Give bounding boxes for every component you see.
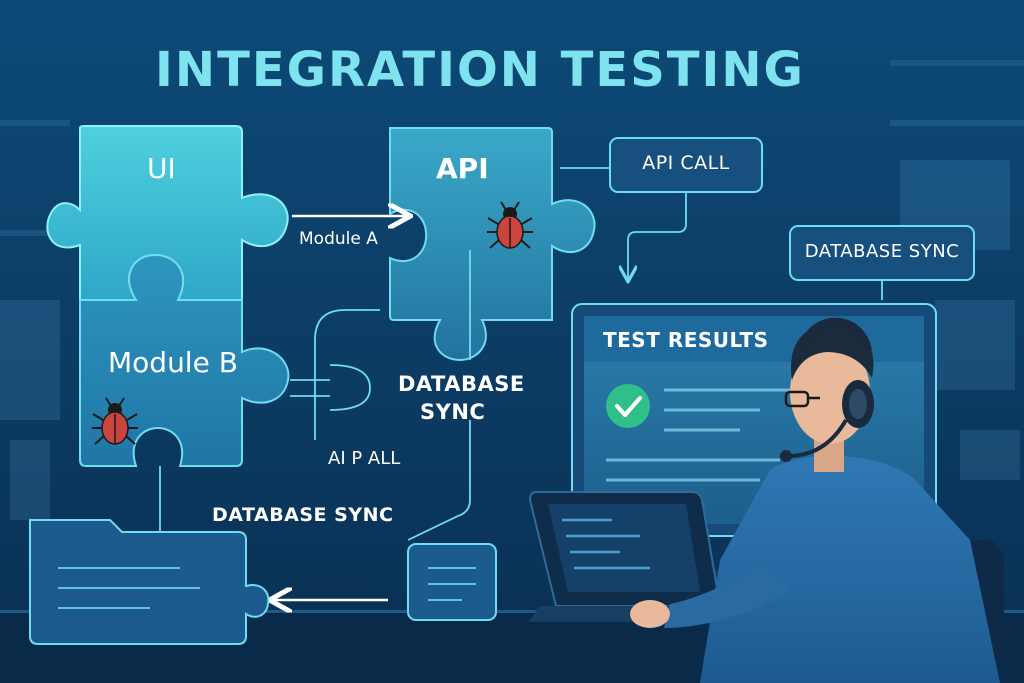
check-icon xyxy=(606,384,650,428)
person xyxy=(630,323,1004,683)
connector-lines xyxy=(159,167,883,541)
ui-puzzle-label: UI xyxy=(147,152,176,185)
bug-icon xyxy=(92,397,138,445)
headset-icon xyxy=(780,317,874,462)
api-puzzle-label: API xyxy=(436,152,489,185)
small-document xyxy=(407,543,497,621)
document-card xyxy=(29,519,270,645)
api-call-label: API CALL xyxy=(642,152,730,174)
bug-icon xyxy=(487,201,533,249)
background-room xyxy=(0,60,1024,520)
module-a-label: Module A xyxy=(299,229,378,249)
test-results-header: TEST RESULTS xyxy=(603,328,769,352)
page-title: INTEGRATION TESTING xyxy=(155,42,805,98)
result-lines xyxy=(606,388,790,482)
database-sync-box xyxy=(789,225,975,281)
module-b-puzzle-piece xyxy=(79,253,290,467)
database-sync-center-line1: DATABASE xyxy=(398,372,525,396)
api-call-box xyxy=(609,137,763,193)
database-sync-bottom-label: DATABASE SYNC xyxy=(212,504,394,526)
database-sync-center-line2: SYNC xyxy=(420,400,486,424)
module-b-label: Module B xyxy=(108,346,238,379)
ai-p-all-label: AI P ALL xyxy=(328,448,401,469)
database-sync-box-label: DATABASE SYNC xyxy=(804,241,960,262)
api-puzzle-piece xyxy=(389,127,596,362)
